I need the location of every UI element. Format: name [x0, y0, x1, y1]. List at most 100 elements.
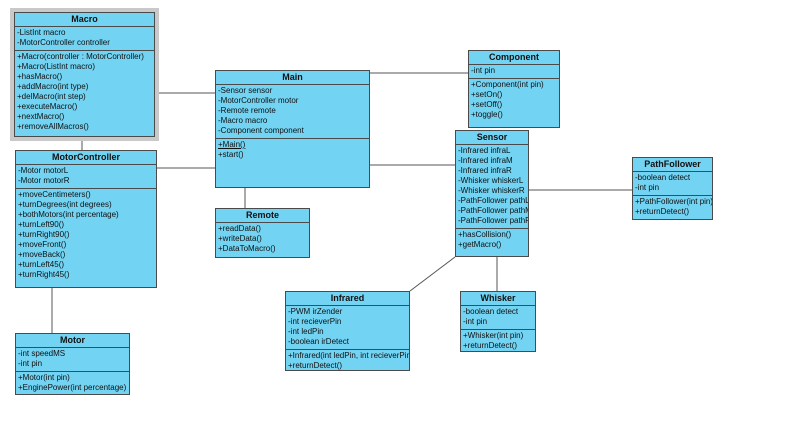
member-line: -ListInt macro [17, 28, 66, 37]
member-line: -PathFollower pathL [458, 196, 528, 205]
member-line: +returnDetect() [635, 207, 690, 216]
member-line: -int pin [635, 183, 660, 192]
class-motorcontroller[interactable]: MotorController -Motor motorL-Motor moto… [15, 150, 157, 288]
class-attributes: -Sensor sensor-MotorController motor-Rem… [216, 85, 369, 139]
connector-sensor-infrared[interactable] [409, 256, 456, 292]
member-line: +turnLeft90() [18, 220, 65, 229]
class-attributes: -int pin [469, 65, 559, 79]
member-line: -int pin [471, 66, 496, 75]
class-sensor[interactable]: Sensor -Infrared infraL-Infrared infraM-… [455, 130, 529, 257]
class-methods: +Component(int pin)+setOn()+setOff()+tog… [469, 79, 559, 127]
member-line: -PathFollower pathM [458, 206, 528, 215]
class-methods: +Whisker(int pin)+returnDetect() [461, 330, 535, 351]
member-line: +addMacro(int type) [17, 82, 89, 91]
class-methods: +PathFollower(int pin)+returnDetect() [633, 196, 712, 219]
member-line: -Whisker whiskerL [458, 176, 524, 185]
member-line: +bothMotors(int percentage) [18, 210, 119, 219]
class-attributes: -boolean detect-int pin [461, 306, 535, 330]
class-pathfollower[interactable]: PathFollower -boolean detect-int pin +Pa… [632, 157, 713, 220]
member-line: -PWM irZender [288, 307, 343, 316]
member-line: +Whisker(int pin) [463, 331, 524, 340]
class-infrared[interactable]: Infrared -PWM irZender-int recieverPin-i… [285, 291, 410, 371]
class-methods: +Infrared(int ledPin, int recieverPin)+r… [286, 350, 409, 370]
member-line: +Motor(int pin) [18, 373, 70, 382]
class-attributes: -Motor motorL-Motor motorR [16, 165, 156, 189]
member-line: -int speedMS [18, 349, 66, 358]
class-attributes: -PWM irZender-int recieverPin-int ledPin… [286, 306, 409, 350]
class-title: MotorController [16, 151, 156, 165]
class-macro[interactable]: Macro -ListInt macro-MotorController con… [14, 12, 155, 137]
member-line: +EnginePower(int percentage) [18, 383, 127, 392]
member-line: -int pin [463, 317, 488, 326]
member-line: +Macro(controller : MotorController) [17, 52, 144, 61]
member-line: +turnRight45() [18, 270, 70, 279]
class-main[interactable]: Main -Sensor sensor-MotorController moto… [215, 70, 370, 188]
member-line: +moveBack() [18, 250, 66, 259]
member-line: +writeData() [218, 234, 262, 243]
class-whisker[interactable]: Whisker -boolean detect-int pin +Whisker… [460, 291, 536, 352]
class-title: Main [216, 71, 369, 85]
member-line: +delMacro(int step) [17, 92, 86, 101]
member-line: +turnDegrees(int degrees) [18, 200, 112, 209]
member-line: +turnRight90() [18, 230, 70, 239]
class-title: Whisker [461, 292, 535, 306]
class-methods: +Main()+start() [216, 139, 369, 187]
class-title: PathFollower [633, 158, 712, 172]
class-attributes: -boolean detect-int pin [633, 172, 712, 196]
member-line: +Macro(ListInt macro) [17, 62, 96, 71]
class-title: Infrared [286, 292, 409, 306]
member-line: -int pin [18, 359, 43, 368]
class-attributes: -int speedMS-int pin [16, 348, 129, 372]
class-motor[interactable]: Motor -int speedMS-int pin +Motor(int pi… [15, 333, 130, 395]
member-line: +hasCollision() [458, 230, 512, 239]
class-title: Motor [16, 334, 129, 348]
class-title: Sensor [456, 131, 528, 145]
member-line: +DataToMacro() [218, 244, 276, 253]
member-line: -Remote remote [218, 106, 276, 115]
member-line: +moveCentimeters() [18, 190, 91, 199]
class-methods: +Motor(int pin)+EnginePower(int percenta… [16, 372, 129, 394]
member-line: -int ledPin [288, 327, 324, 336]
class-title: Macro [15, 13, 154, 27]
member-line: -Component component [218, 126, 304, 135]
member-line: -MotorController controller [17, 38, 110, 47]
class-title: Component [469, 51, 559, 65]
member-line: +nextMacro() [17, 112, 65, 121]
selection-frame: Macro -ListInt macro-MotorController con… [10, 8, 159, 141]
class-component[interactable]: Component -int pin +Component(int pin)+s… [468, 50, 560, 128]
class-methods: +Macro(controller : MotorController)+Mac… [15, 51, 154, 136]
class-title: Remote [216, 209, 309, 223]
member-line: +Component(int pin) [471, 80, 544, 89]
member-line: -boolean irDetect [288, 337, 349, 346]
member-line: +hasMacro() [17, 72, 63, 81]
member-line: +returnDetect() [288, 361, 343, 370]
class-attributes: -Infrared infraL-Infrared infraM-Infrare… [456, 145, 528, 229]
class-attributes: -ListInt macro-MotorController controlle… [15, 27, 154, 51]
member-line: -Infrared infraR [458, 166, 512, 175]
class-methods: +hasCollision()+getMacro() [456, 229, 528, 256]
member-line: -int recieverPin [288, 317, 342, 326]
member-line: +setOn() [471, 90, 503, 99]
member-line: -PathFollower pathR [458, 216, 528, 225]
member-line: +removeAllMacros() [17, 122, 89, 131]
member-line: -boolean detect [463, 307, 519, 316]
member-line: -Motor motorR [18, 176, 70, 185]
member-line: -Whisker whiskerR [458, 186, 525, 195]
member-line: +getMacro() [458, 240, 502, 249]
member-line: +executeMacro() [17, 102, 78, 111]
member-line: -boolean detect [635, 173, 691, 182]
member-line: +turnLeft45() [18, 260, 65, 269]
member-line: +readData() [218, 224, 261, 233]
member-line: -Sensor sensor [218, 86, 273, 95]
class-remote[interactable]: Remote +readData()+writeData()+DataToMac… [215, 208, 310, 258]
member-line: -Infrared infraM [458, 156, 513, 165]
member-line: +setOff() [471, 100, 503, 109]
member-line: +returnDetect() [463, 341, 518, 350]
member-line: +PathFollower(int pin) [635, 197, 712, 206]
class-methods: +readData()+writeData()+DataToMacro() [216, 223, 309, 257]
member-line: +moveFront() [18, 240, 67, 249]
member-line: -MotorController motor [218, 96, 299, 105]
member-line: -Motor motorL [18, 166, 69, 175]
